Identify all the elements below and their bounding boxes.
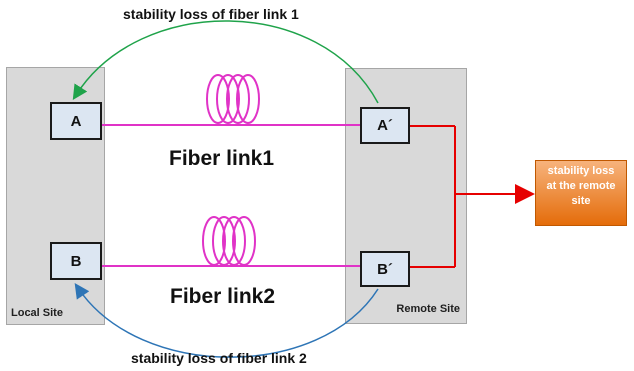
remote-box-line-3: site	[571, 195, 591, 207]
remote-box-line-1: stability loss	[547, 165, 615, 177]
top-arrow-label: stability loss of fiber link 1	[123, 6, 299, 22]
local-site-label: Local Site	[11, 307, 63, 319]
node-a-prime: A´	[360, 107, 410, 144]
fiber-coil-2-icon	[202, 216, 256, 266]
node-b-prime: B´	[360, 251, 410, 287]
fiber-link1-label: Fiber link1	[169, 147, 275, 170]
node-a: A	[50, 102, 102, 140]
remote-site-label: Remote Site	[396, 303, 460, 315]
bottom-arc-arrow	[74, 283, 379, 358]
fiber-link2-label: Fiber link2	[170, 285, 276, 308]
fiber-coil-1-icon	[206, 74, 260, 124]
top-arc-arrow	[72, 20, 379, 104]
remote-stability-box: stability loss at the remote site	[535, 160, 627, 226]
bottom-arrow-label: stability loss of fiber link 2	[131, 350, 307, 366]
node-b: B	[50, 242, 102, 280]
remote-connector	[410, 125, 535, 268]
remote-box-line-2: at the remote	[546, 180, 616, 192]
